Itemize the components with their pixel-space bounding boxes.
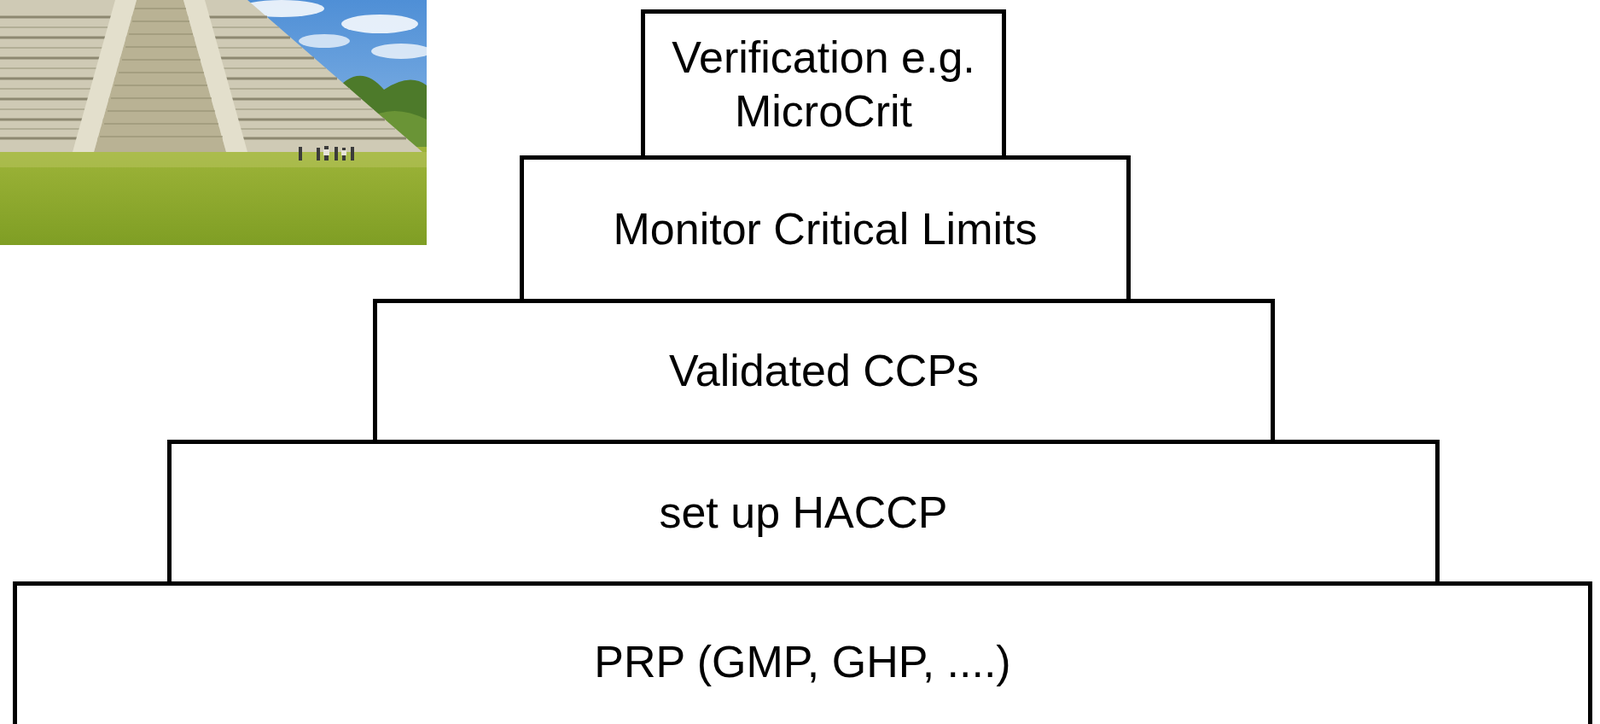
pyramid-photo <box>0 0 427 245</box>
tier-text-group: set up HACCP <box>658 485 948 540</box>
prp-base-tier: PRP (GMP, GHP, ....) <box>12 581 1593 724</box>
tier-text-group: PRP (GMP, GHP, ....) <box>593 634 1011 689</box>
tier-label: Monitor Critical Limits <box>613 202 1038 256</box>
tier-text-group: Monitor Critical Limits <box>613 202 1038 256</box>
haccp-tier: set up HACCP <box>167 439 1440 586</box>
ccp-tier: Validated CCPs <box>372 298 1275 444</box>
verification-tier: Verification e.g. MicroCrit <box>640 9 1007 160</box>
tier-text-group: Validated CCPs <box>669 343 979 398</box>
monitoring-tier: Monitor Critical Limits <box>519 155 1131 303</box>
tier-label: PRP (GMP, GHP, ....) <box>593 634 1011 689</box>
tier-label: set up HACCP <box>658 485 948 540</box>
tier-label: Validated CCPs <box>669 343 979 398</box>
tier-label: Verification e.g. MicroCrit <box>663 30 984 140</box>
tier-text-group: Verification e.g. MicroCrit <box>663 30 984 140</box>
